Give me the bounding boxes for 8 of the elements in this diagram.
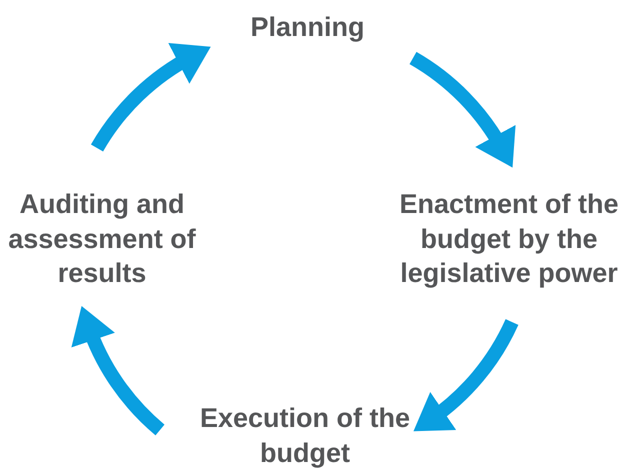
stage-label: Enactment of the budget by the legislative power bbox=[382, 183, 636, 295]
curved-arrow bbox=[409, 52, 514, 168]
curved-arrow bbox=[72, 306, 165, 436]
stage-label: Auditing and assessment of results bbox=[4, 183, 200, 295]
stage-label: Execution of the budget bbox=[195, 398, 415, 474]
curved-arrow bbox=[91, 44, 210, 152]
curved-arrow bbox=[414, 318, 518, 432]
stage-label: Planning bbox=[225, 6, 390, 48]
